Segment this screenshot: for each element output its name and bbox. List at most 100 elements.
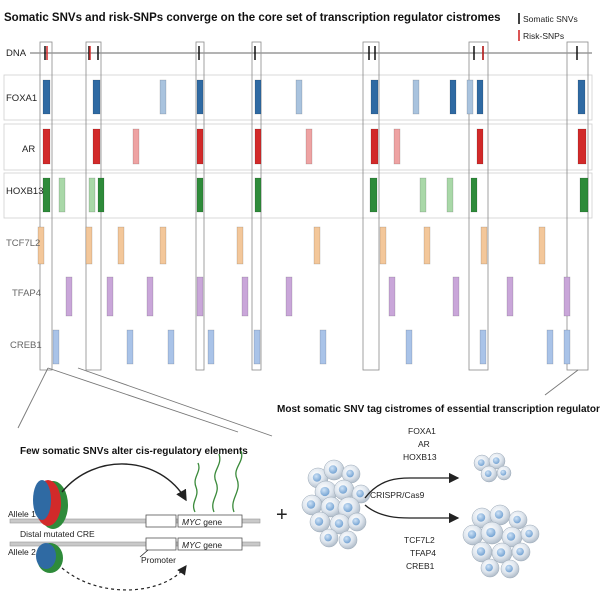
promoter-pointer <box>139 549 149 558</box>
myc-gene-label-1: MYC gene <box>182 517 222 527</box>
peak-creb1-61 <box>479 329 487 365</box>
cell-input-3-nucleus <box>346 469 354 478</box>
looping-arrow-dashed-icon <box>61 565 187 591</box>
peak-tfap4-51 <box>452 276 460 317</box>
cell-cluster-unaffected-icon <box>462 504 540 579</box>
peak-foxa1-12 <box>577 79 586 115</box>
peak-foxa1-11 <box>476 79 484 115</box>
peak-ar-14 <box>92 128 101 165</box>
group1-gene-3: HOXB13 <box>403 452 437 462</box>
peak-creb1-58 <box>253 329 261 365</box>
track-label-hoxb13: HOXB13 <box>6 186 44 197</box>
allele2-dna <box>9 541 261 547</box>
myc-gene-label-2: MYC gene <box>182 540 222 550</box>
peak-hoxb13-23 <box>42 177 51 213</box>
cell-input-5-nucleus <box>338 485 348 494</box>
peak-hoxb13-25 <box>88 177 96 213</box>
peak-creb1-57 <box>207 329 215 365</box>
distal-cre-label: Distal mutated CRE <box>20 529 95 539</box>
promoter-label: Promoter <box>141 555 176 565</box>
cell-depleted-3-nucleus <box>484 470 492 477</box>
legend-somatic-label: Somatic SNVs <box>523 14 578 24</box>
peak-ar-17 <box>254 128 262 165</box>
peak-tcf7l2-40 <box>379 226 387 265</box>
cell-unaffected-2-nucleus <box>494 510 504 519</box>
peak-creb1-59 <box>319 329 327 365</box>
myc-gene-box-1 <box>177 514 243 528</box>
cell-unaffected-12-nucleus <box>505 564 513 573</box>
cell-cluster-input-icon <box>301 459 371 550</box>
peak-foxa1-4 <box>196 79 204 115</box>
peak-hoxb13-30 <box>419 177 427 213</box>
track-backgrounds <box>3 74 593 219</box>
track-band-hoxb13 <box>3 172 593 219</box>
plus-sign: + <box>276 504 288 526</box>
cell-unaffected-5-nucleus <box>486 527 496 538</box>
cell-input-11-nucleus <box>334 519 344 528</box>
peak-ar-22 <box>577 128 587 165</box>
track-label-dna: DNA <box>6 48 27 59</box>
group2-gene-1: TCF7L2 <box>404 535 435 545</box>
track-band-foxa1 <box>3 74 593 121</box>
group1-gene-1: FOXA1 <box>408 426 436 436</box>
allele2-label: Allele 2 <box>8 547 36 557</box>
snv-column-1 <box>39 41 53 371</box>
peak-tfap4-46 <box>146 276 154 317</box>
promoter-box-2 <box>145 537 177 551</box>
crispr-arrow-lower-icon <box>364 504 460 524</box>
track-label-foxa1: FOXA1 <box>6 93 37 104</box>
peak-foxa1-10 <box>466 79 474 115</box>
cell-unaffected-9-nucleus <box>496 548 506 557</box>
tf-complex-icon <box>33 480 68 573</box>
myc-gene-box-2 <box>177 537 243 551</box>
cell-input-2-nucleus <box>328 465 338 474</box>
peak-creb1-62 <box>546 329 554 365</box>
peak-tcf7l2-36 <box>117 226 125 265</box>
peak-ar-16 <box>196 128 204 165</box>
peak-ar-19 <box>370 128 379 165</box>
peak-tcf7l2-38 <box>236 226 244 265</box>
peak-tfap4-47 <box>196 276 204 317</box>
peak-foxa1-6 <box>295 79 303 115</box>
snv-column-3 <box>195 41 205 371</box>
peak-ar-20 <box>393 128 401 165</box>
peak-tcf7l2-34 <box>37 226 45 265</box>
cell-input-14-nucleus <box>343 535 351 544</box>
cell-unaffected-11-nucleus <box>485 563 493 572</box>
peak-creb1-55 <box>126 329 134 365</box>
track-band-ar <box>3 123 593 171</box>
peak-foxa1-8 <box>412 79 420 115</box>
track-label-creb1: CREB1 <box>10 340 42 351</box>
cre-panel-heading: Few somatic SNVs alter cis-regulatory el… <box>20 446 248 457</box>
cell-input-12-nucleus <box>352 517 360 526</box>
peak-tfap4-52 <box>506 276 514 317</box>
crispr-panel-heading: Most somatic SNV tag cistromes of essent… <box>277 404 600 415</box>
peak-creb1-54 <box>52 329 60 365</box>
transcript-squiggles <box>192 450 243 513</box>
cell-unaffected-1-nucleus <box>476 513 486 522</box>
track-label-tfap4: TFAP4 <box>12 288 41 299</box>
snv-column-6 <box>468 41 489 371</box>
column-outlines <box>39 41 589 371</box>
peak-creb1-60 <box>405 329 413 365</box>
legend-risk-label: Risk-SNPs <box>523 31 564 41</box>
group2-gene-2: TFAP4 <box>410 548 436 558</box>
peak-hoxb13-31 <box>446 177 454 213</box>
crispr-method-label: CRISPR/Cas9 <box>370 490 425 500</box>
cell-unaffected-6-nucleus <box>506 532 516 541</box>
peak-tfap4-53 <box>563 276 571 317</box>
cell-depleted-2-nucleus <box>492 457 500 464</box>
crispr-arrow-upper-icon <box>364 472 460 499</box>
peak-tfap4-44 <box>65 276 73 317</box>
peak-hoxb13-24 <box>58 177 66 213</box>
dna-track <box>30 46 592 60</box>
cell-depleted-1-nucleus <box>477 459 485 466</box>
peak-hoxb13-29 <box>369 177 378 213</box>
peak-creb1-63 <box>563 329 571 365</box>
peak-hoxb13-33 <box>579 177 589 213</box>
peak-foxa1-5 <box>254 79 262 115</box>
peak-hoxb13-32 <box>470 177 478 213</box>
group2-gene-3: CREB1 <box>406 561 435 571</box>
peak-tcf7l2-39 <box>313 226 321 265</box>
